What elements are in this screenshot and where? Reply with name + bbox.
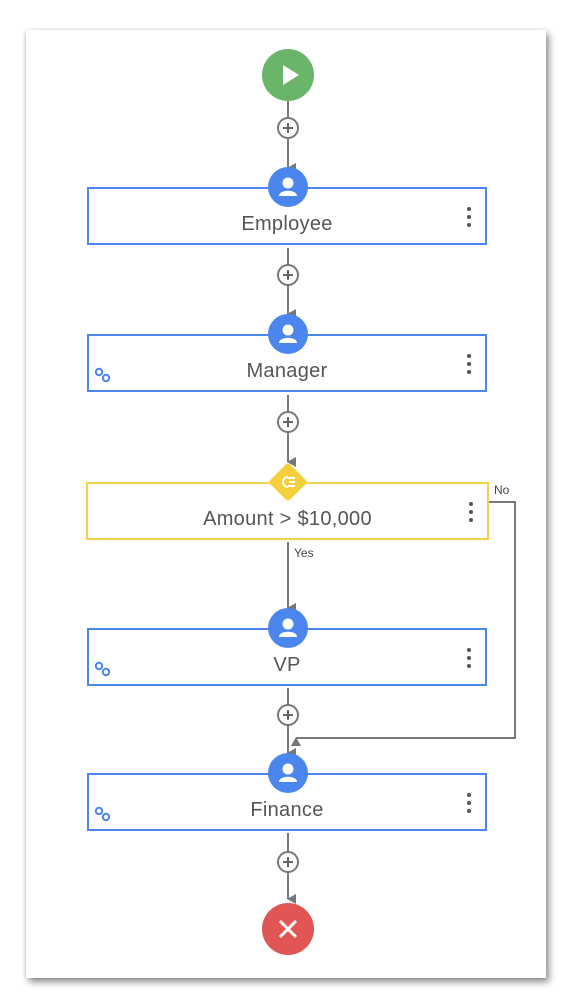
more-options-icon[interactable] [469, 502, 473, 524]
end-button[interactable] [262, 903, 314, 955]
more-options-icon[interactable] [467, 354, 471, 376]
add-step-button[interactable] [277, 411, 299, 433]
add-step-button[interactable] [277, 851, 299, 873]
step-label: Employee [241, 213, 333, 235]
branch-no-label: No [494, 483, 510, 497]
user-icon [268, 753, 308, 793]
condition-glyph-icon [282, 476, 295, 488]
link-icon [94, 661, 111, 677]
add-step-button[interactable] [277, 704, 299, 726]
start-button[interactable] [262, 49, 314, 101]
step-condition[interactable]: Amount > $10,000 [86, 482, 489, 540]
link-icon [94, 806, 111, 822]
branch-yes-label: Yes [294, 546, 314, 560]
more-options-icon[interactable] [467, 207, 471, 229]
user-icon [268, 608, 308, 648]
add-step-button[interactable] [277, 117, 299, 139]
step-label: Finance [250, 799, 324, 821]
add-step-button[interactable] [277, 264, 299, 286]
step-label: VP [273, 654, 301, 676]
connector-no-branch [291, 501, 516, 746]
link-icon [94, 367, 111, 383]
more-options-icon[interactable] [467, 648, 471, 670]
close-icon [278, 919, 298, 939]
user-icon [268, 167, 308, 207]
more-options-icon[interactable] [467, 793, 471, 815]
condition-label: Amount > $10,000 [203, 508, 372, 530]
play-icon [283, 65, 299, 85]
user-icon [268, 314, 308, 354]
step-label: Manager [246, 360, 328, 382]
